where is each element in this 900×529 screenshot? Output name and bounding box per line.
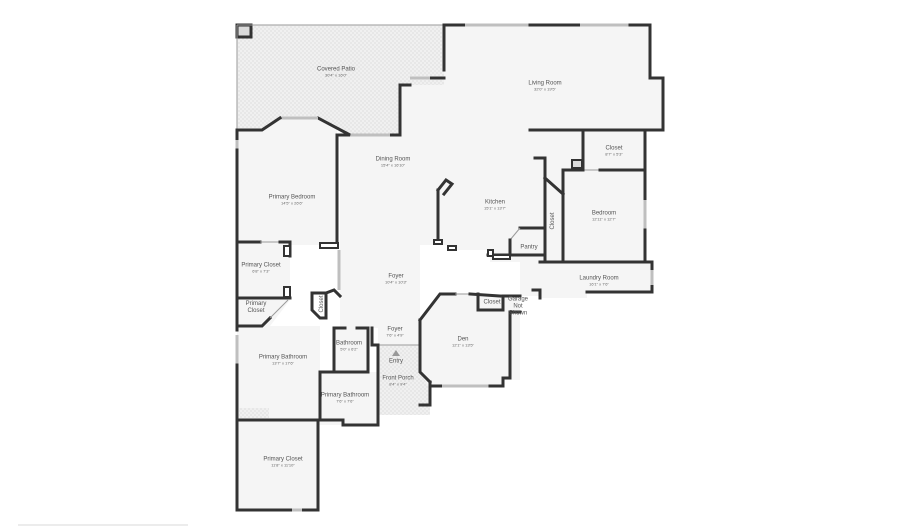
walls bbox=[235, 23, 665, 512]
room-name: Den bbox=[457, 336, 469, 343]
room-name: Foyer bbox=[388, 273, 404, 280]
room-name: Covered Patio bbox=[316, 66, 356, 73]
room-dimensions: 5'0" x 6'2" bbox=[340, 346, 358, 352]
room-dimensions: 8'7" x 5'3" bbox=[605, 151, 623, 157]
room-name: Entry bbox=[388, 358, 404, 365]
room-dimensions: 12'1" x 13'5" bbox=[452, 342, 474, 348]
room-name: Foyer bbox=[387, 326, 403, 333]
room-dimensions: 32'0" x 19'5" bbox=[534, 86, 556, 92]
floor-fill bbox=[235, 23, 663, 510]
room-name: Primary Bathroom bbox=[258, 354, 308, 361]
room-label-closet-foyer: Closet bbox=[319, 295, 325, 313]
room-label-garage: Garage Not Shown bbox=[507, 296, 529, 317]
room-dimensions: 14'5" x 26'6" bbox=[281, 200, 303, 206]
room-name: Living Room bbox=[528, 80, 562, 87]
room-name: Bedroom bbox=[591, 210, 617, 217]
room-name: Laundry Room bbox=[579, 275, 619, 282]
room-name: Closet bbox=[483, 299, 501, 306]
room-name: Primary Closet bbox=[263, 456, 303, 463]
room-dimensions: 7'6" x 7'6" bbox=[336, 398, 354, 404]
room-name: Primary Bathroom bbox=[320, 392, 370, 399]
room-dimensions: 8'4" x 9'4" bbox=[389, 381, 407, 387]
room-dimensions: 15'4" x 16'10" bbox=[380, 162, 406, 168]
room-name: Bathroom bbox=[335, 340, 363, 347]
room-dimensions: 7'6" x 4'9" bbox=[386, 332, 404, 338]
room-name: Primary Closet bbox=[245, 301, 267, 314]
room-dimensions: 10'4" x 10'3" bbox=[385, 279, 407, 285]
room-name: Dining Room bbox=[375, 156, 411, 163]
room-label-pantry: Pantry bbox=[520, 244, 538, 251]
room-name: Front Porch bbox=[382, 375, 414, 382]
footer-bar bbox=[18, 524, 188, 526]
room-dimensions: 30'4" x 16'0" bbox=[325, 72, 347, 78]
room-name: Primary Bedroom bbox=[268, 194, 316, 201]
room-name: Closet bbox=[605, 145, 623, 152]
room-dimensions: 11'8" x 11'10" bbox=[271, 462, 295, 468]
room-dimensions: 16'1" x 7'6" bbox=[589, 281, 609, 287]
room-label-entry: Entry bbox=[389, 359, 403, 366]
room-label-closet-kitchen: Closet bbox=[550, 212, 556, 230]
room-dimensions: 13'7" x 17'6" bbox=[272, 360, 294, 366]
room-name: Kitchen bbox=[484, 199, 505, 206]
room-dimensions: 15'1" x 13'7" bbox=[484, 205, 506, 211]
room-label-closet-den: Closet bbox=[483, 300, 500, 307]
room-dimensions: 6'8" x 7'3" bbox=[252, 268, 270, 274]
room-dimensions: 12'11" x 12'7" bbox=[592, 216, 616, 222]
room-label-primary-closet-2: Primary Closet bbox=[246, 301, 267, 315]
room-name: Primary Closet bbox=[241, 262, 281, 269]
